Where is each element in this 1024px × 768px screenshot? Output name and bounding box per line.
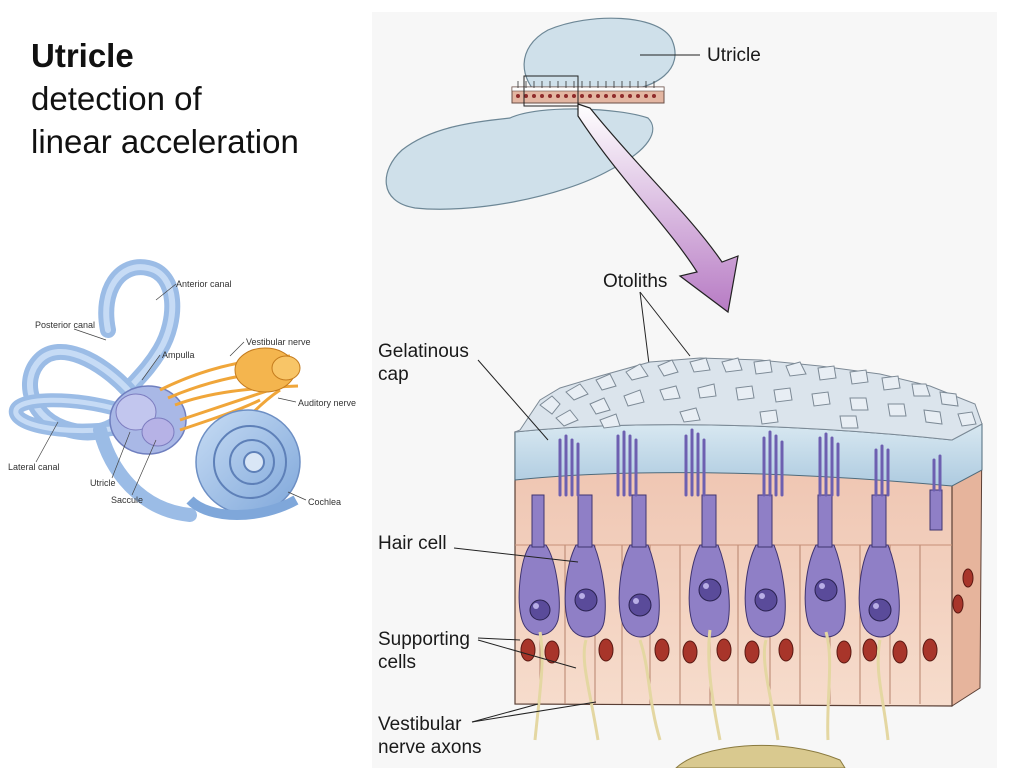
hair-cells — [518, 428, 943, 638]
zoom-arrow — [577, 103, 739, 314]
ear-anterior-canal-label: Anterior canal — [176, 279, 232, 289]
gelatinous-cap-label-line2: cap — [378, 364, 409, 385]
inner-ear-diagram — [8, 259, 301, 522]
supporting-cells-label-line2: cells — [378, 652, 417, 673]
ear-leader-lines — [35, 283, 307, 501]
otoliths-leader-1 — [639, 291, 651, 373]
ear-vestibular-nerve-label: Vestibular nerve — [246, 337, 311, 347]
vestibular-axons-label-line2: nerve axons — [378, 737, 482, 758]
gelatinous-cap-label: Gelatinous cap — [378, 340, 469, 386]
otoliths-label: Otoliths — [603, 271, 668, 292]
ear-auditory-nerve-label: Auditory nerve — [298, 398, 357, 408]
vestibular-axons-label: Vestibular nerve axons — [378, 713, 482, 759]
nerve-axons — [533, 629, 890, 741]
supporting-cells-label-line1: Supporting — [378, 629, 470, 650]
ear-lateral-canal-label: Lateral canal — [8, 462, 60, 472]
utricle-label: Utricle — [707, 45, 761, 66]
slide-subtitle-line1: detection of — [31, 80, 202, 117]
ear-posterior-canal-label: Posterior canal — [35, 320, 96, 330]
ear-utricle-label: Utricle — [90, 478, 116, 488]
otoliths-leader-2 — [639, 291, 691, 357]
hair-cell-label: Hair cell — [378, 533, 447, 554]
bottom-image-fragment — [675, 744, 846, 768]
utricle-sac — [385, 17, 676, 210]
otolith-crystals — [514, 357, 983, 441]
ear-cochlea-label: Cochlea — [308, 497, 342, 507]
macula-strip — [511, 75, 665, 107]
slide-subtitle-line2: linear acceleration — [31, 123, 299, 160]
gelatinous-cap-label-line1: Gelatinous — [378, 341, 469, 362]
vestibular-axons-label-line1: Vestibular — [378, 714, 462, 735]
supporting-cells-label: Supporting cells — [378, 628, 470, 674]
detail-leader-lines — [453, 359, 597, 723]
slide-title: Utricle — [31, 37, 134, 74]
ear-ampulla-label: Ampulla — [162, 350, 195, 360]
ear-saccule-label: Saccule — [111, 495, 144, 505]
slide-title-block: Utricle detection of linear acceleration — [31, 34, 299, 163]
supporting-cell-nuclei — [520, 568, 974, 664]
